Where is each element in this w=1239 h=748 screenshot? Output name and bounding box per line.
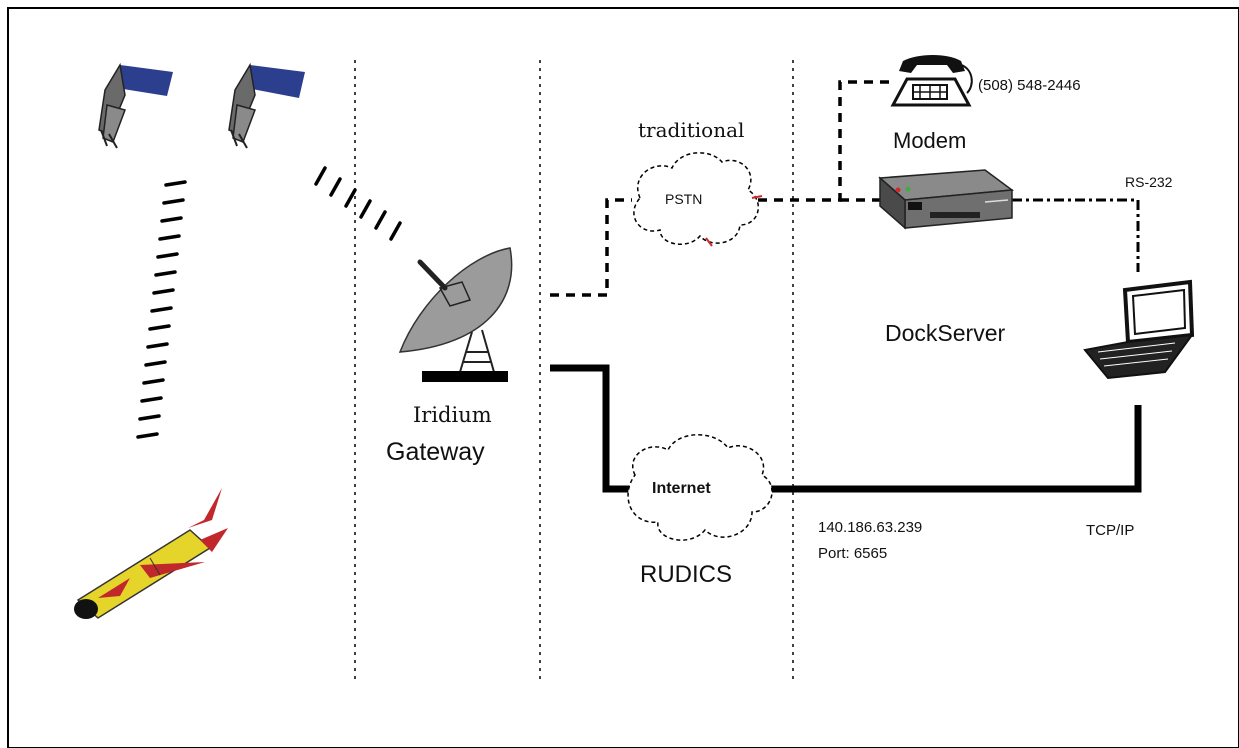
- telephone-icon: [890, 55, 973, 107]
- tcpip-label: TCP/IP: [1086, 522, 1135, 539]
- laptop-icon: [1083, 279, 1195, 380]
- rs232-link: [1012, 198, 1140, 272]
- dockserver-label: DockServer: [885, 320, 1006, 346]
- port-label: Port: 6565: [818, 545, 888, 562]
- rudics-label: RUDICS: [640, 561, 733, 588]
- glider-icon: [74, 488, 228, 619]
- internet-label: Internet: [652, 480, 711, 497]
- pstn-cloud-icon: [633, 152, 763, 247]
- internet-cloud-icon: [627, 434, 773, 541]
- rs232-label: RS-232: [1125, 174, 1173, 190]
- radio-link-satellite-gateway: [314, 166, 402, 241]
- phone-number-label: (508) 548-2446: [978, 77, 1081, 94]
- ip-address-label: 140.186.63.239: [818, 519, 923, 536]
- pstn-label: PSTN: [665, 191, 703, 207]
- satellite-icon: [228, 62, 305, 149]
- satellite-dish-icon: [398, 247, 513, 382]
- gateway-label: Gateway: [386, 438, 485, 466]
- modem-icon: [878, 169, 1015, 230]
- diagram-frame: [7, 7, 1239, 748]
- iridium-label: Iridium: [413, 403, 492, 427]
- pstn-link: [550, 80, 890, 297]
- radio-link-satellite-glider: [136, 180, 187, 439]
- modem-label: Modem: [893, 128, 967, 153]
- internet-link: [550, 364, 1142, 493]
- traditional-label: traditional: [638, 118, 745, 142]
- satellite-icon: [98, 62, 173, 149]
